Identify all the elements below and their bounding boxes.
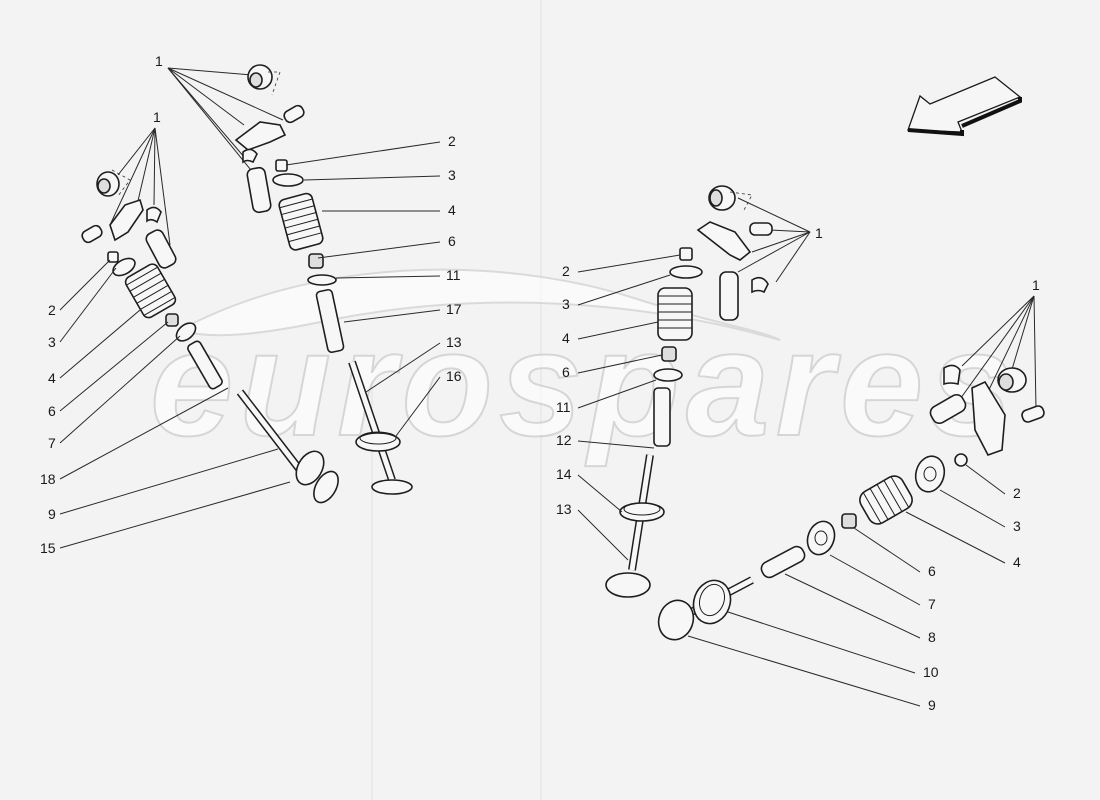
callout-7: 7 xyxy=(48,435,56,451)
callout-2: 2 xyxy=(562,263,570,279)
callout-4: 4 xyxy=(1013,554,1021,570)
callout-15: 15 xyxy=(40,540,56,556)
callouts-right-lower: 1 2 3 4 6 7 8 10 9 xyxy=(923,277,1040,713)
callouts-left-lower: 1 2 3 4 6 7 18 9 15 xyxy=(40,109,161,556)
callout-2: 2 xyxy=(448,133,456,149)
callout-6: 6 xyxy=(448,233,456,249)
callout-6: 6 xyxy=(562,364,570,380)
watermark-text: eurospares xyxy=(150,299,1019,467)
callout-13: 13 xyxy=(446,334,462,350)
callout-3: 3 xyxy=(48,334,56,350)
callout-17: 17 xyxy=(446,301,462,317)
arrow-down-left-icon xyxy=(907,76,1022,137)
assembly-left-lower: 1 2 3 4 6 7 18 9 15 xyxy=(40,109,339,556)
callout-18: 18 xyxy=(40,471,56,487)
callout-4: 4 xyxy=(48,370,56,386)
callout-8: 8 xyxy=(928,629,936,645)
callout-2: 2 xyxy=(48,302,56,318)
callout-1: 1 xyxy=(153,109,161,125)
assembly-right-upper: 1 2 3 4 6 11 12 14 13 xyxy=(556,185,823,598)
callout-3: 3 xyxy=(448,167,456,183)
callout-4: 4 xyxy=(448,202,456,218)
callout-11: 11 xyxy=(446,267,461,283)
assembly-left-upper: 1 2 3 4 6 11 17 13 16 xyxy=(155,53,462,495)
assembly-right-lower: 1 2 3 4 6 7 8 10 9 xyxy=(657,277,1045,713)
callout-7: 7 xyxy=(928,596,936,612)
callouts-right-upper: 1 2 3 4 6 11 12 14 13 xyxy=(556,225,823,517)
callout-3: 3 xyxy=(562,296,570,312)
callout-1: 1 xyxy=(155,53,163,69)
callout-13: 13 xyxy=(556,501,572,517)
callout-4: 4 xyxy=(562,330,570,346)
callout-2: 2 xyxy=(1013,485,1021,501)
callout-9: 9 xyxy=(928,697,936,713)
callout-16: 16 xyxy=(446,368,462,384)
callouts-left-upper: 1 2 3 4 6 11 17 13 16 xyxy=(155,53,462,384)
callout-3: 3 xyxy=(1013,518,1021,534)
callout-11: 11 xyxy=(556,399,571,415)
callout-14: 14 xyxy=(556,466,572,482)
callout-10: 10 xyxy=(923,664,939,680)
callout-1: 1 xyxy=(1032,277,1040,293)
callout-6: 6 xyxy=(928,563,936,579)
callout-1: 1 xyxy=(815,225,823,241)
watermark: eurospares xyxy=(149,268,1019,468)
callout-12: 12 xyxy=(556,432,572,448)
callout-6: 6 xyxy=(48,403,56,419)
callout-9: 9 xyxy=(48,506,56,522)
